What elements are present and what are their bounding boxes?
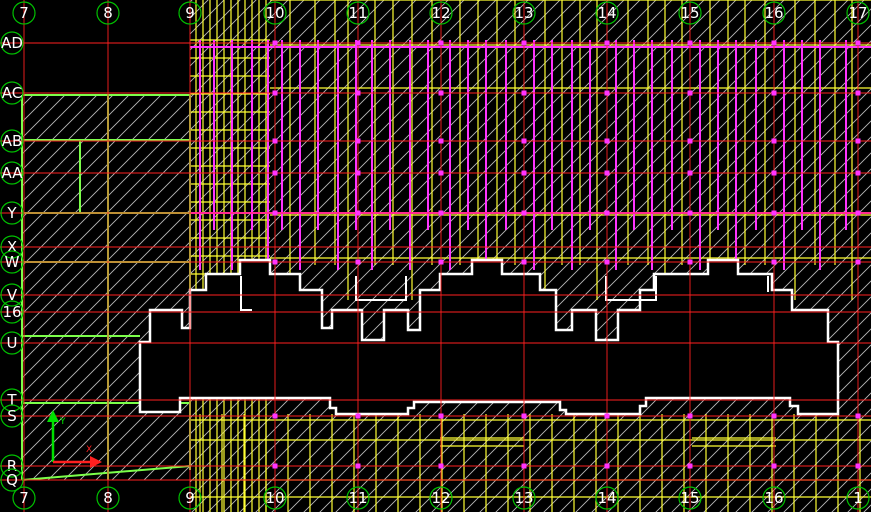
column-bubble-top-10: 10 <box>263 1 287 25</box>
svg-text:12: 12 <box>431 489 450 507</box>
row-bubble-Q: Q <box>0 468 24 492</box>
row-bubble-AD: AD <box>0 31 24 55</box>
svg-text:AA: AA <box>2 164 24 182</box>
column-bubble-bottom-16: 16 <box>762 486 786 510</box>
column-axis-bubbles-bottom: 7 8 9 10 11 12 13 14 15 16 1 <box>12 486 870 510</box>
column-bubble-bottom-1: 1 <box>846 486 870 510</box>
building-footprint <box>138 258 840 416</box>
column-bubble-top-11: 11 <box>346 1 370 25</box>
column-bubble-bottom-9: 9 <box>178 486 202 510</box>
column-bubble-top-13: 13 <box>512 1 536 25</box>
svg-text:17: 17 <box>848 4 867 22</box>
grid-intersection-nodes <box>272 40 861 469</box>
row-bubble-16: 16 <box>0 300 24 324</box>
column-bubble-bottom-13: 13 <box>512 486 536 510</box>
column-bubble-bottom-11: 11 <box>346 486 370 510</box>
row-bubble-X: X <box>0 235 24 259</box>
svg-text:14: 14 <box>597 489 616 507</box>
footprint-details <box>240 276 769 311</box>
svg-text:9: 9 <box>185 489 195 507</box>
svg-text:12: 12 <box>431 4 450 22</box>
row-bubble-AC: AC <box>0 81 24 105</box>
svg-text:16: 16 <box>764 489 783 507</box>
svg-text:13: 13 <box>514 489 533 507</box>
svg-text:V: V <box>7 286 18 304</box>
svg-text:15: 15 <box>680 489 699 507</box>
svg-text:AD: AD <box>1 34 23 52</box>
row-bubble-Y: Y <box>0 201 24 225</box>
svg-text:14: 14 <box>597 4 616 22</box>
svg-text:11: 11 <box>348 4 367 22</box>
svg-text:W: W <box>5 253 20 271</box>
ucs-x-label: X <box>86 445 92 455</box>
row-bubble-AA: AA <box>0 161 24 185</box>
column-bubble-bottom-12: 12 <box>429 486 453 510</box>
svg-text:8: 8 <box>103 4 113 22</box>
column-bubble-bottom-14: 14 <box>595 486 619 510</box>
svg-text:16: 16 <box>2 303 21 321</box>
column-axis-bubbles-top: 7 8 9 10 11 12 13 14 15 16 17 <box>12 1 870 25</box>
lower-detail-lines <box>440 437 776 447</box>
svg-text:7: 7 <box>19 4 29 22</box>
ucs-y-label: Y <box>59 417 66 427</box>
column-bubble-top-8: 8 <box>96 1 120 25</box>
row-bubble-T: T <box>0 388 24 412</box>
column-bubble-bottom-8: 8 <box>96 486 120 510</box>
column-bubble-bottom-7: 7 <box>12 486 36 510</box>
svg-text:T: T <box>6 391 17 409</box>
svg-text:7: 7 <box>19 489 29 507</box>
svg-text:Y: Y <box>6 204 17 222</box>
svg-text:AC: AC <box>2 84 22 102</box>
svg-text:1: 1 <box>853 489 863 507</box>
ucs-axes-icon: Y X <box>47 410 102 468</box>
row-bubble-W: W <box>0 250 24 274</box>
svg-text:10: 10 <box>265 489 284 507</box>
row-bubble-S: S <box>0 404 24 428</box>
svg-text:11: 11 <box>348 489 367 507</box>
row-bubble-AB: AB <box>0 129 24 153</box>
column-bubble-bottom-15: 15 <box>678 486 702 510</box>
row-bubble-U: U <box>0 331 24 355</box>
svg-text:10: 10 <box>265 4 284 22</box>
svg-text:13: 13 <box>514 4 533 22</box>
column-bubble-top-14: 14 <box>595 1 619 25</box>
column-bubble-top-15: 15 <box>678 1 702 25</box>
svg-text:U: U <box>7 334 18 352</box>
column-bubble-top-9: 9 <box>178 1 202 25</box>
row-bubble-V: V <box>0 283 24 307</box>
svg-text:15: 15 <box>680 4 699 22</box>
column-bubble-top-7: 7 <box>12 1 36 25</box>
svg-text:X: X <box>7 238 17 256</box>
svg-text:AB: AB <box>2 132 23 150</box>
svg-text:8: 8 <box>103 489 113 507</box>
svg-text:Q: Q <box>6 471 18 489</box>
column-bubble-bottom-10: 10 <box>263 486 287 510</box>
column-bubble-top-16: 16 <box>762 1 786 25</box>
svg-text:R: R <box>7 457 17 475</box>
svg-text:9: 9 <box>185 4 195 22</box>
svg-text:16: 16 <box>764 4 783 22</box>
hatch-regions <box>22 0 871 512</box>
column-bubble-top-12: 12 <box>429 1 453 25</box>
row-bubble-R: R <box>0 454 24 478</box>
svg-text:S: S <box>7 407 17 425</box>
column-bubble-top-17: 17 <box>846 1 870 25</box>
